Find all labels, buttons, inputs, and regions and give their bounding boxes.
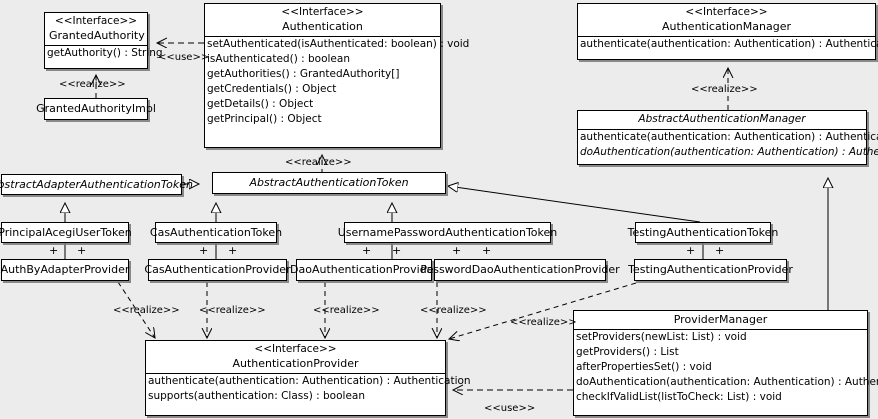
class-name: AbstractAdapterAuthenticationToken bbox=[0, 177, 193, 191]
connector-label-use-authentication-granted-authority: <<use>> bbox=[158, 52, 210, 63]
stereotype-label: <<Interface>> bbox=[254, 343, 337, 355]
multiplicity-marker: + bbox=[392, 244, 402, 257]
compartment-divider bbox=[578, 129, 866, 130]
connector-label-realize-auth-by-adapter-provider: <<realize>> bbox=[113, 305, 180, 316]
multiplicity-marker: + bbox=[686, 244, 696, 257]
operation-row: getProviders() : List bbox=[576, 346, 679, 358]
class-name: AbstractAuthenticationToken bbox=[249, 176, 409, 189]
connector-label-realize-abstract-authentication-token: <<realize>> bbox=[285, 157, 352, 168]
operation-row: checkIfValidList(listToCheck: List) : vo… bbox=[576, 391, 782, 403]
compartment-divider bbox=[45, 45, 147, 46]
class-auth-by-adapter-provider[interactable]: AuthByAdapterProvider bbox=[1, 259, 129, 281]
operations-compartment: authenticate(authentication: Authenticat… bbox=[578, 37, 878, 52]
operation-row: isAuthenticated() : boolean bbox=[207, 53, 350, 65]
connector-label-realize-testing-authentication-provider: <<realize>> bbox=[510, 317, 577, 328]
operations-compartment: getAuthority() : String bbox=[45, 46, 163, 61]
multiplicity-marker: + bbox=[362, 244, 372, 257]
class-username-password-authentication-token[interactable]: UsernamePasswordAuthenticationToken bbox=[338, 222, 557, 243]
class-name: PasswordDaoAuthenticationProvider bbox=[420, 263, 620, 276]
operation-row: getDetails() : Object bbox=[207, 98, 314, 110]
stereotype-label: <<Interface>> bbox=[281, 6, 364, 18]
multiplicity-marker: + bbox=[199, 244, 209, 257]
connector-label-realize-password-dao-authentication-provider: <<realize>> bbox=[420, 305, 487, 316]
stereotype-label: <<Interface>> bbox=[54, 15, 138, 27]
class-name: TestingAuthenticationToken bbox=[627, 225, 779, 239]
operation-row: doAuthentication(authentication: Authent… bbox=[580, 146, 878, 158]
connector-label-realize-dao-authentication-provider: <<realize>> bbox=[313, 305, 380, 316]
class-testing-authentication-provider[interactable]: TestingAuthenticationProvider bbox=[628, 259, 793, 281]
class-name: AuthenticationProvider bbox=[232, 357, 359, 370]
class-abstract-adapter-authentication-token[interactable]: AbstractAdapterAuthenticationToken bbox=[0, 174, 193, 195]
operation-row: supports(authentication: Class) : boolea… bbox=[148, 390, 365, 402]
connector-label-realize-abstract-authentication-manager: <<realize>> bbox=[691, 84, 758, 95]
stereotype-label: <<Interface>> bbox=[685, 6, 768, 18]
operation-row: setAuthenticated(isAuthenticated: boolea… bbox=[207, 38, 470, 50]
operations-compartment: setAuthenticated(isAuthenticated: boolea… bbox=[205, 37, 470, 127]
class-header: ProviderManager bbox=[574, 311, 867, 329]
class-name: PrincipalAcegiUserToken bbox=[0, 225, 132, 239]
operation-row: getPrincipal() : Object bbox=[207, 113, 322, 125]
class-header: <<Interface>> AuthenticationManager bbox=[578, 4, 875, 36]
operation-row: afterPropertiesSet() : void bbox=[576, 361, 712, 373]
operations-compartment: authenticate(authentication: Authenticat… bbox=[578, 130, 878, 160]
class-password-dao-authentication-provider[interactable]: PasswordDaoAuthenticationProvider bbox=[420, 259, 620, 281]
compartment-divider bbox=[205, 36, 440, 37]
multiplicity-marker: + bbox=[228, 244, 238, 257]
class-name: GrantedAuthority bbox=[49, 29, 145, 42]
class-cas-authentication-token[interactable]: CasAuthenticationToken bbox=[150, 222, 282, 243]
class-name: Authentication bbox=[282, 20, 363, 33]
class-header: <<Interface>> GrantedAuthority bbox=[45, 13, 147, 45]
compartment-divider bbox=[574, 329, 867, 330]
class-granted-authority[interactable]: <<Interface>> GrantedAuthority getAuthor… bbox=[44, 12, 163, 69]
class-header: <<Interface>> AuthenticationProvider bbox=[146, 341, 445, 373]
class-name: CasAuthenticationProvider bbox=[144, 263, 291, 276]
compartment-divider bbox=[578, 36, 875, 37]
operations-compartment: setProviders(newList: List) : void getPr… bbox=[574, 330, 878, 405]
connector-label-realize-cas-authentication-provider: <<realize>> bbox=[199, 305, 266, 316]
class-testing-authentication-token[interactable]: TestingAuthenticationToken bbox=[628, 222, 778, 243]
class-granted-authority-impl[interactable]: GrantedAuthorityImpl bbox=[36, 98, 156, 120]
multiplicity-marker: + bbox=[452, 244, 462, 257]
operation-row: setProviders(newList: List) : void bbox=[576, 331, 747, 343]
class-abstract-authentication-token[interactable]: AbstractAuthenticationToken bbox=[212, 172, 446, 194]
multiplicity-marker: + bbox=[482, 244, 492, 257]
class-name: CasAuthenticationToken bbox=[149, 225, 283, 239]
operation-row: authenticate(authentication: Authenticat… bbox=[580, 131, 878, 143]
class-header: AbstractAuthenticationManager bbox=[578, 111, 866, 129]
operation-row: doAuthentication(authentication: Authent… bbox=[576, 376, 878, 388]
compartment-divider bbox=[146, 373, 445, 374]
operation-row: authenticate(authentication: Authenticat… bbox=[580, 38, 878, 50]
connector-label-realize-granted-authority-impl: <<realize>> bbox=[59, 79, 126, 90]
class-authentication-manager[interactable]: <<Interface>> AuthenticationManager auth… bbox=[577, 3, 878, 60]
class-name: AuthenticationManager bbox=[662, 20, 791, 33]
multiplicity-marker: + bbox=[49, 244, 59, 257]
class-authentication[interactable]: <<Interface>> Authentication setAuthenti… bbox=[204, 3, 470, 148]
class-principal-acegi-user-token[interactable]: PrincipalAcegiUserToken bbox=[0, 222, 132, 243]
class-dao-authentication-provider[interactable]: DaoAuthenticationProvider bbox=[290, 259, 438, 281]
class-name: ProviderManager bbox=[673, 313, 768, 326]
multiplicity-marker: + bbox=[77, 244, 87, 257]
class-cas-authentication-provider[interactable]: CasAuthenticationProvider bbox=[144, 259, 291, 281]
class-name: UsernamePasswordAuthenticationToken bbox=[337, 225, 558, 239]
operations-compartment: authenticate(authentication: Authenticat… bbox=[146, 374, 471, 404]
class-name: GrantedAuthorityImpl bbox=[36, 102, 156, 115]
class-name: DaoAuthenticationProvider bbox=[290, 263, 438, 276]
class-name: AuthByAdapterProvider bbox=[0, 263, 130, 276]
class-abstract-authentication-manager[interactable]: AbstractAuthenticationManager authentica… bbox=[577, 110, 878, 165]
multiplicity-marker: + bbox=[715, 244, 725, 257]
class-name: TestingAuthenticationProvider bbox=[628, 263, 793, 276]
class-name: AbstractAuthenticationManager bbox=[638, 113, 806, 125]
connector-label-use-provider-manager: <<use>> bbox=[484, 403, 536, 414]
operation-row: getAuthority() : String bbox=[47, 47, 163, 59]
operation-row: getAuthorities() : GrantedAuthority[] bbox=[207, 68, 400, 80]
class-header: <<Interface>> Authentication bbox=[205, 4, 440, 36]
class-authentication-provider[interactable]: <<Interface>> AuthenticationProvider aut… bbox=[145, 340, 471, 416]
class-provider-manager[interactable]: ProviderManager setProviders(newList: Li… bbox=[573, 310, 878, 416]
operation-row: getCredentials() : Object bbox=[207, 83, 337, 95]
operation-row: authenticate(authentication: Authenticat… bbox=[148, 375, 471, 387]
